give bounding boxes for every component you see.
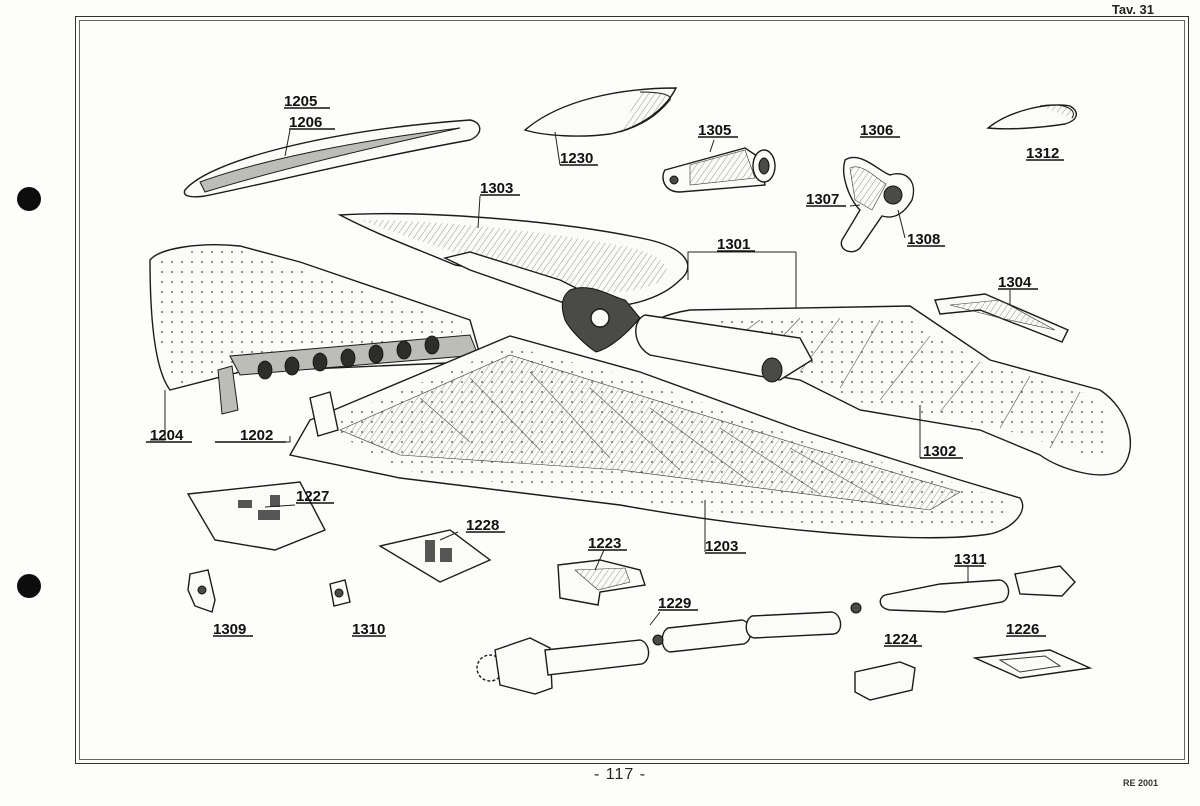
fairing-1312 [986, 104, 1077, 130]
label-1228: 1228 [466, 517, 499, 534]
rib-1304 [934, 293, 1069, 343]
label-1205: 1205 [284, 93, 317, 110]
label-1309: 1309 [213, 621, 246, 638]
label-1227: 1227 [296, 488, 329, 505]
drawing-frame [75, 16, 1189, 764]
label-1305: 1305 [698, 122, 731, 139]
aileron-1303 [337, 213, 689, 313]
drawing-frame-inner [79, 20, 1185, 760]
label-1306: 1306 [860, 122, 893, 139]
fitting-1309 [187, 569, 216, 613]
label-1204: 1204 [150, 427, 184, 444]
panel-1227 [186, 481, 326, 551]
page-number: - 117 - [593, 766, 647, 783]
fitting-1305 [662, 147, 776, 193]
fairing-1230 [523, 87, 678, 137]
part-labels: 1205 1206 1230 1305 1306 1312 1303 1307 … [146, 93, 1064, 648]
fitting-1310 [329, 579, 351, 607]
binder-hole-top [17, 187, 41, 211]
binder-hole-bottom [17, 574, 41, 598]
panel-1228 [378, 529, 492, 583]
label-1202: 1202 [240, 427, 273, 444]
label-1223: 1223 [588, 535, 621, 552]
label-1307: 1307 [806, 191, 839, 208]
label-1311: 1311 [954, 551, 987, 568]
label-1224: 1224 [884, 631, 918, 648]
tailplane-1302 [635, 305, 1132, 476]
label-1206: 1206 [289, 114, 322, 131]
wing-panel-1203 [288, 335, 1024, 539]
shaft-1311 [879, 565, 1076, 613]
wing-root-1204 [149, 244, 481, 415]
label-1302: 1302 [923, 443, 956, 460]
label-1203: 1203 [705, 538, 738, 555]
label-1304: 1304 [998, 274, 1032, 291]
shaft-1229 [476, 602, 862, 695]
label-1230: 1230 [560, 150, 593, 167]
plate-1226 [972, 649, 1093, 679]
hinge-bracket-1301 [561, 287, 641, 353]
bracket-1224 [854, 661, 916, 701]
document-code: RE 2001 [1122, 778, 1158, 788]
bracket-1223 [557, 559, 646, 606]
label-1226: 1226 [1006, 621, 1039, 638]
label-1310: 1310 [352, 621, 385, 638]
label-1229: 1229 [658, 595, 691, 612]
fitting-1307 [840, 156, 915, 253]
leader-lines [150, 129, 1011, 626]
label-1308: 1308 [907, 231, 940, 248]
label-1312: 1312 [1026, 145, 1059, 162]
plate-number: Tav. 31 [1111, 2, 1154, 17]
label-1303: 1303 [480, 180, 513, 197]
fairing-1205 [183, 119, 481, 198]
label-1301: 1301 [717, 236, 750, 253]
